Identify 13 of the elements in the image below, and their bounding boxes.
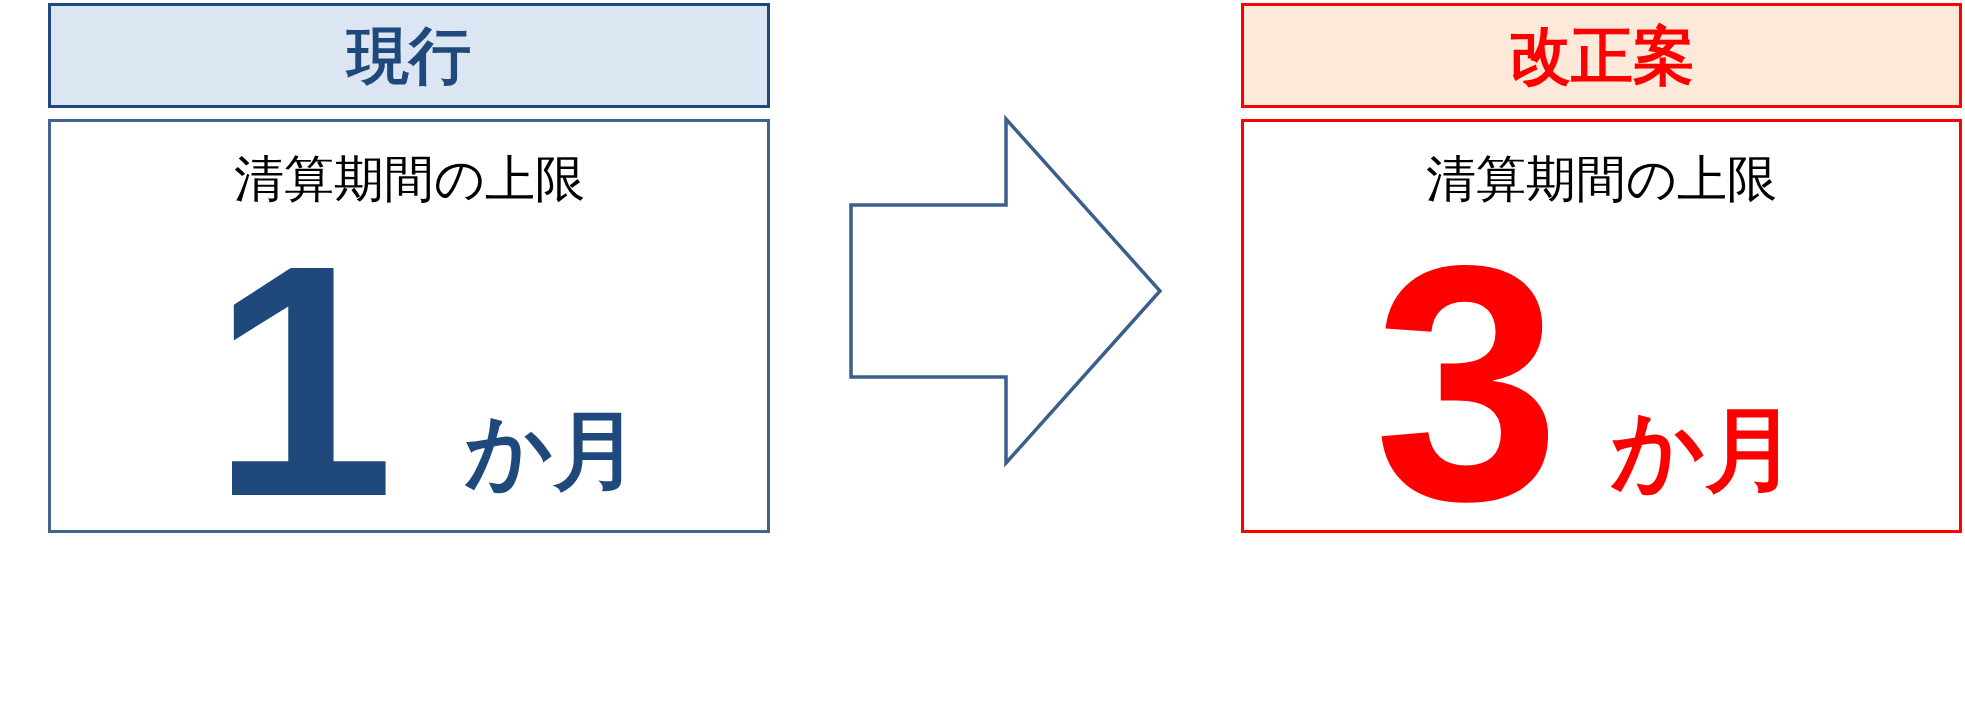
- limit-caption: 清算期間の上限: [1425, 154, 1778, 204]
- block-arrow: [849, 114, 1163, 468]
- value-panel: [1241, 119, 1962, 533]
- unit-text: か月: [1611, 403, 1797, 495]
- big-number: 1: [211, 249, 395, 513]
- header-title: 改正案: [1507, 20, 1696, 92]
- big-number: 3: [1373, 249, 1561, 517]
- value-panel: [48, 119, 770, 533]
- limit-caption: 清算期間の上限: [232, 154, 586, 204]
- header-panel: [1241, 3, 1962, 108]
- header-panel: [48, 3, 770, 108]
- unit-text: か月: [465, 407, 639, 493]
- header-title: 現行: [344, 20, 472, 92]
